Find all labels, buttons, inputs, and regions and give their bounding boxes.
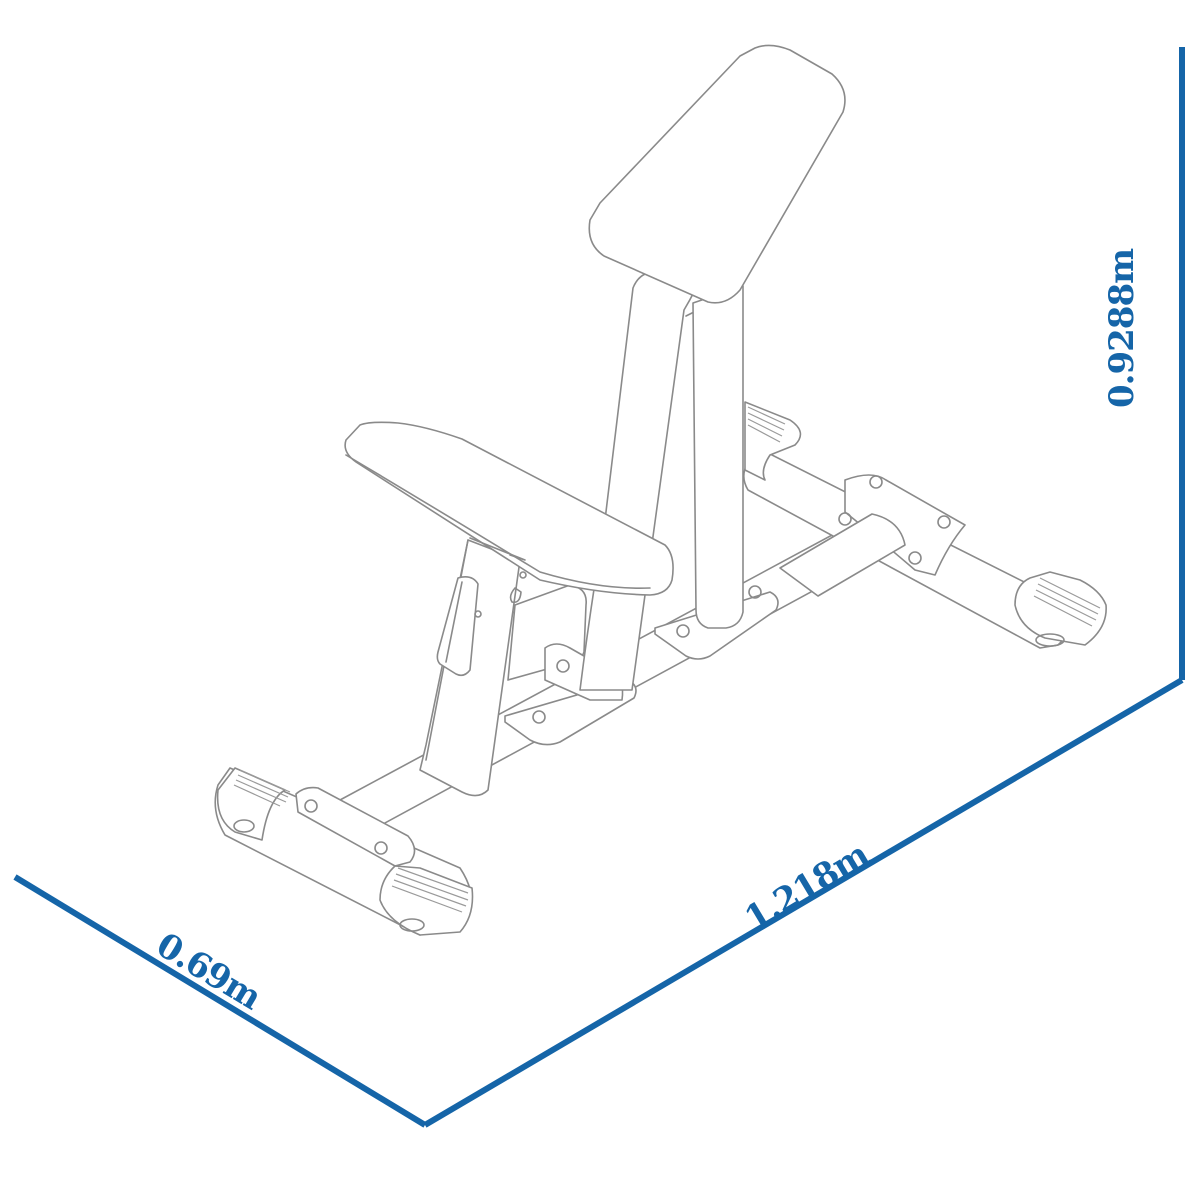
rear-foot-left-cap [744, 401, 802, 481]
front-foot-right-cap [379, 865, 474, 936]
front-foot-left-cap [216, 767, 291, 841]
dimension-lines [13, 47, 1185, 1128]
seat-pad [344, 421, 674, 596]
rear-foot-right-cap [1014, 571, 1107, 647]
arm-pad [588, 44, 846, 304]
depth-dimension-line [13, 874, 427, 1128]
height-label: 0.9288m [1102, 248, 1142, 408]
length-dimension-line [423, 677, 1184, 1128]
pop-pin-handle [436, 576, 482, 677]
